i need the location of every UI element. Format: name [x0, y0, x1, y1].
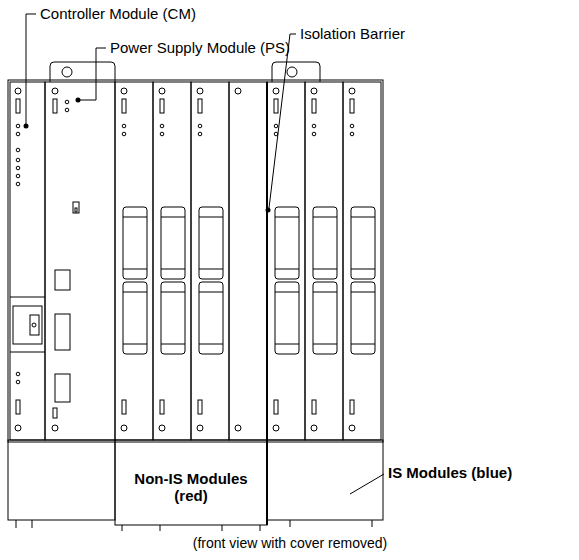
rack-part	[269, 34, 296, 208]
leader-dot	[76, 98, 81, 103]
rack-part	[15, 425, 21, 431]
power-supply-module	[45, 82, 115, 440]
leader-line	[80, 48, 106, 100]
rack-part	[122, 525, 123, 531]
is-module	[267, 82, 305, 440]
rack-part	[55, 314, 70, 350]
terminal-panel	[267, 440, 383, 520]
rack-part	[52, 425, 58, 431]
rack-part	[16, 520, 17, 528]
rack-part	[15, 88, 21, 94]
rack-part	[16, 372, 20, 376]
rack-part	[260, 525, 261, 531]
rack-part	[73, 202, 79, 213]
region-label: Non-IS Modules (red)	[125, 470, 257, 504]
rack-part	[45, 82, 115, 440]
rack-part	[160, 525, 161, 531]
non-is-module	[191, 82, 229, 440]
region-label: IS Modules (blue)	[388, 464, 512, 481]
leader-dot	[24, 124, 29, 129]
rack-part	[10, 352, 45, 353]
callout-label: Isolation Barrier	[300, 25, 405, 42]
rack-part	[16, 380, 20, 384]
mounting-ear	[272, 62, 320, 82]
rack-part	[290, 520, 291, 527]
callout-label: Power Supply Module (PS)	[110, 39, 290, 56]
rack-part	[13, 306, 42, 344]
leader-line	[269, 34, 296, 208]
rack-part	[16, 124, 20, 128]
non-is-module	[153, 82, 191, 440]
leader-line	[350, 474, 384, 494]
rack-part	[350, 474, 384, 494]
isolation-barrier	[266, 82, 268, 525]
rack-part	[32, 323, 36, 327]
is-module	[343, 82, 381, 440]
rack-foot	[16, 520, 372, 531]
rack-part	[222, 525, 223, 531]
is-module	[305, 82, 343, 440]
rack-part	[55, 374, 70, 402]
terminal-panel	[8, 440, 115, 520]
rack-part	[16, 166, 20, 170]
leader-line	[26, 14, 36, 124]
controller-module	[10, 82, 45, 440]
rack-part	[16, 400, 20, 414]
rack-part	[372, 520, 373, 527]
rack-part	[16, 158, 20, 162]
rack-part	[75, 208, 77, 212]
rack-part	[53, 99, 57, 113]
mounting-ear	[50, 62, 115, 82]
rack-part	[16, 132, 20, 136]
rack-part	[26, 14, 36, 124]
rack-part	[30, 315, 39, 335]
rack-part	[53, 408, 57, 418]
rack-part	[10, 82, 45, 440]
rack-part	[52, 88, 58, 94]
figure-caption: (front view with cover removed)	[150, 535, 430, 552]
rack-part	[10, 297, 45, 298]
rack-part	[65, 100, 69, 104]
terminal-panel	[115, 440, 267, 525]
non-is-module	[115, 82, 153, 440]
rack-part	[32, 520, 33, 528]
rack-part	[272, 62, 320, 82]
leader-dot	[266, 208, 271, 213]
blank-module	[229, 82, 267, 440]
rack-part	[16, 148, 20, 152]
rack-part	[55, 270, 70, 290]
rack-part	[16, 174, 20, 178]
rack-part	[80, 48, 106, 100]
callout-label: Controller Module (CM)	[40, 5, 196, 22]
rack-part	[16, 182, 20, 186]
rack-part	[287, 67, 297, 77]
rack-part	[50, 62, 115, 82]
rack-part	[62, 67, 72, 77]
rack-frame	[8, 80, 383, 442]
rack-part	[16, 99, 20, 113]
rack-part	[65, 108, 69, 112]
